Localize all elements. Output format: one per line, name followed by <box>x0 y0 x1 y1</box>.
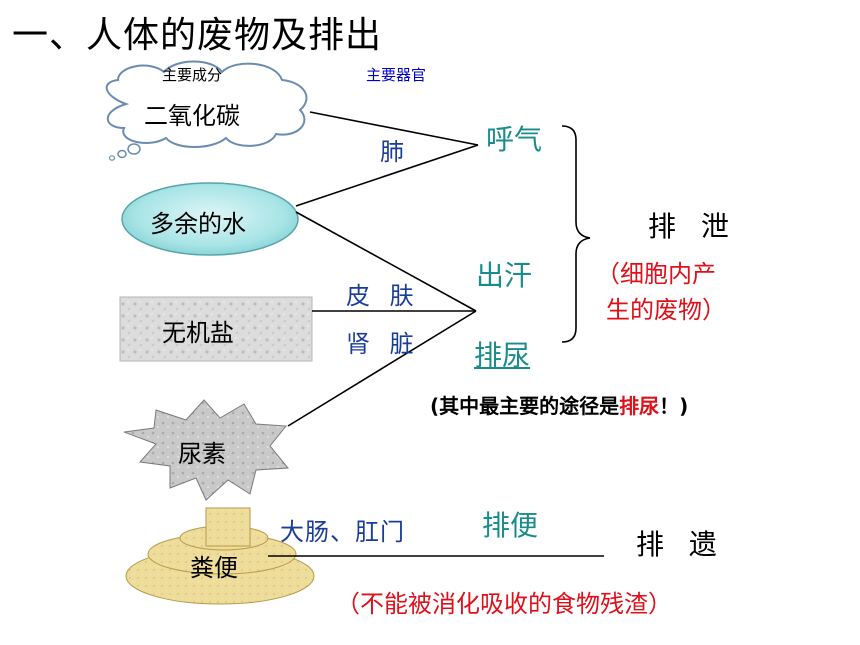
route-sweat: 出汗 <box>476 259 533 292</box>
route-exhale: 呼气 <box>486 123 543 156</box>
excretion-note-line2: 生的废物） <box>606 296 726 324</box>
main-route-prefix: (其中最主要的途径是 <box>430 394 620 418</box>
feces-stack-shape <box>125 507 315 605</box>
header-components: 主要成分 <box>162 66 223 84</box>
egestion-note: （不能被消化吸收的食物残渣） <box>336 590 672 618</box>
header-organs: 主要器官 <box>366 66 427 84</box>
label-excretion: 排 泄 <box>648 210 737 243</box>
organ-lung: 肺 <box>380 138 410 166</box>
main-route-suffix: ！) <box>659 394 689 418</box>
route-urinate: 排尿 <box>474 339 531 372</box>
organ-kidney: 肾 脏 <box>346 330 420 358</box>
organ-intestine: 大肠、肛门 <box>280 518 405 546</box>
label-co2: 二氧化碳 <box>144 102 240 130</box>
route-defecate: 排便 <box>482 509 539 542</box>
excretion-brace <box>561 125 591 343</box>
main-route-note: (其中最主要的途径是排尿！) <box>430 390 688 419</box>
excretion-note-line1: （细胞内产 <box>596 260 716 288</box>
label-water: 多余的水 <box>150 210 246 238</box>
label-salt: 无机盐 <box>162 319 234 347</box>
main-route-highlight: 排尿 <box>619 394 660 418</box>
label-egestion: 排 遗 <box>636 528 725 561</box>
label-feces: 粪便 <box>190 554 238 582</box>
water-ellipse-shape <box>121 182 299 256</box>
connector-lines <box>268 111 604 557</box>
salt-block-shape <box>119 296 313 362</box>
page-title: 一、人体的废物及排出 <box>12 15 383 56</box>
label-urea: 尿素 <box>178 440 226 468</box>
co2-cloud-shape <box>105 60 308 161</box>
organ-skin: 皮 肤 <box>346 282 420 310</box>
urea-starburst-shape <box>123 399 290 501</box>
